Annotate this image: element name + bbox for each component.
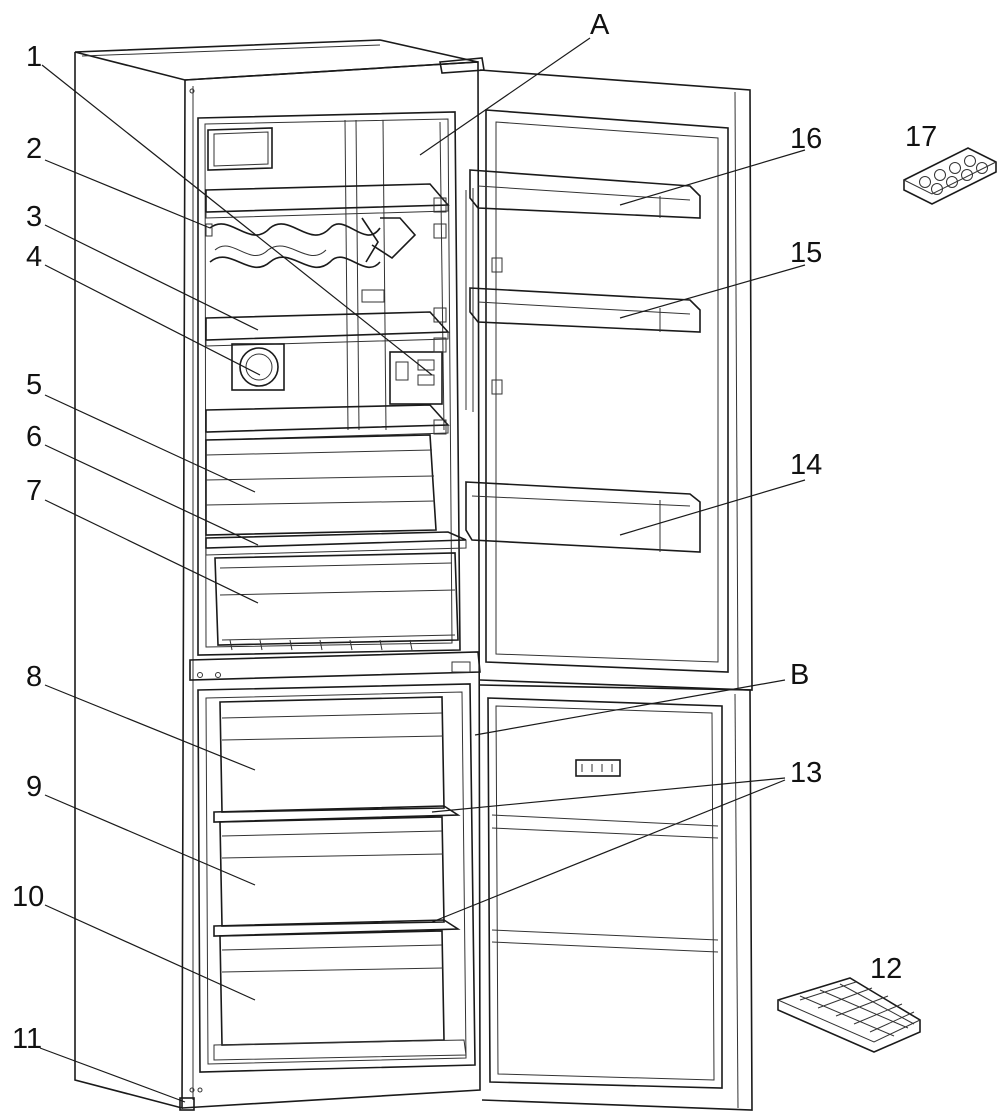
door-balcony-middle: [469, 287, 701, 333]
control-panel: [389, 337, 447, 405]
label-11: 11: [12, 1023, 42, 1055]
freezer-drawer-top: [219, 696, 445, 813]
freezer-shelf-1: [213, 805, 461, 823]
cabinet: [74, 39, 485, 1110]
label-7: 7: [26, 475, 42, 507]
glass-shelf-top: [205, 183, 450, 219]
freezer-drawer-bottom: [213, 930, 467, 1061]
label-17: 17: [905, 121, 937, 153]
chiller-drawer: [214, 552, 459, 651]
wine-rack: [205, 217, 447, 269]
freezer-shelf-2: [213, 919, 461, 937]
fridge-door: [465, 69, 753, 691]
label-16: 16: [790, 123, 822, 155]
label-9: 9: [26, 771, 42, 803]
label-1: 1: [26, 41, 42, 73]
label-14: 14: [790, 449, 822, 481]
label-15: 15: [790, 237, 822, 269]
label-3: 3: [26, 201, 42, 233]
callout-labels: A B 1 2 3 4 5 6 7 8 9 10 11 12 13 14 15 …: [12, 9, 937, 1055]
salad-crisper: [205, 434, 437, 536]
label-6: 6: [26, 421, 42, 453]
glass-shelf-crisper-cover: [205, 531, 467, 556]
label-5: 5: [26, 369, 42, 401]
label-10: 10: [12, 881, 44, 913]
door-balcony-bottom: [465, 481, 701, 553]
fridge-compartment: [197, 111, 461, 656]
glass-shelf-middle: [205, 289, 450, 347]
door-balcony-top: [469, 169, 701, 219]
adjustable-foot: [179, 1097, 195, 1111]
ice-tray: [777, 977, 921, 1053]
label-4: 4: [26, 241, 42, 273]
label-B: B: [790, 659, 809, 691]
label-12: 12: [870, 953, 902, 985]
fan-unit: [231, 343, 285, 391]
freezer-door: [479, 684, 753, 1111]
leader-lines: [39, 37, 806, 1103]
freezer-compartment: [197, 683, 476, 1073]
label-8: 8: [26, 661, 42, 693]
label-2: 2: [26, 133, 42, 165]
label-A: A: [590, 9, 610, 41]
freezer-drawer-middle: [219, 816, 445, 927]
egg-tray: [903, 147, 997, 205]
compartment-divider: [189, 651, 481, 681]
label-13: 13: [790, 757, 822, 789]
